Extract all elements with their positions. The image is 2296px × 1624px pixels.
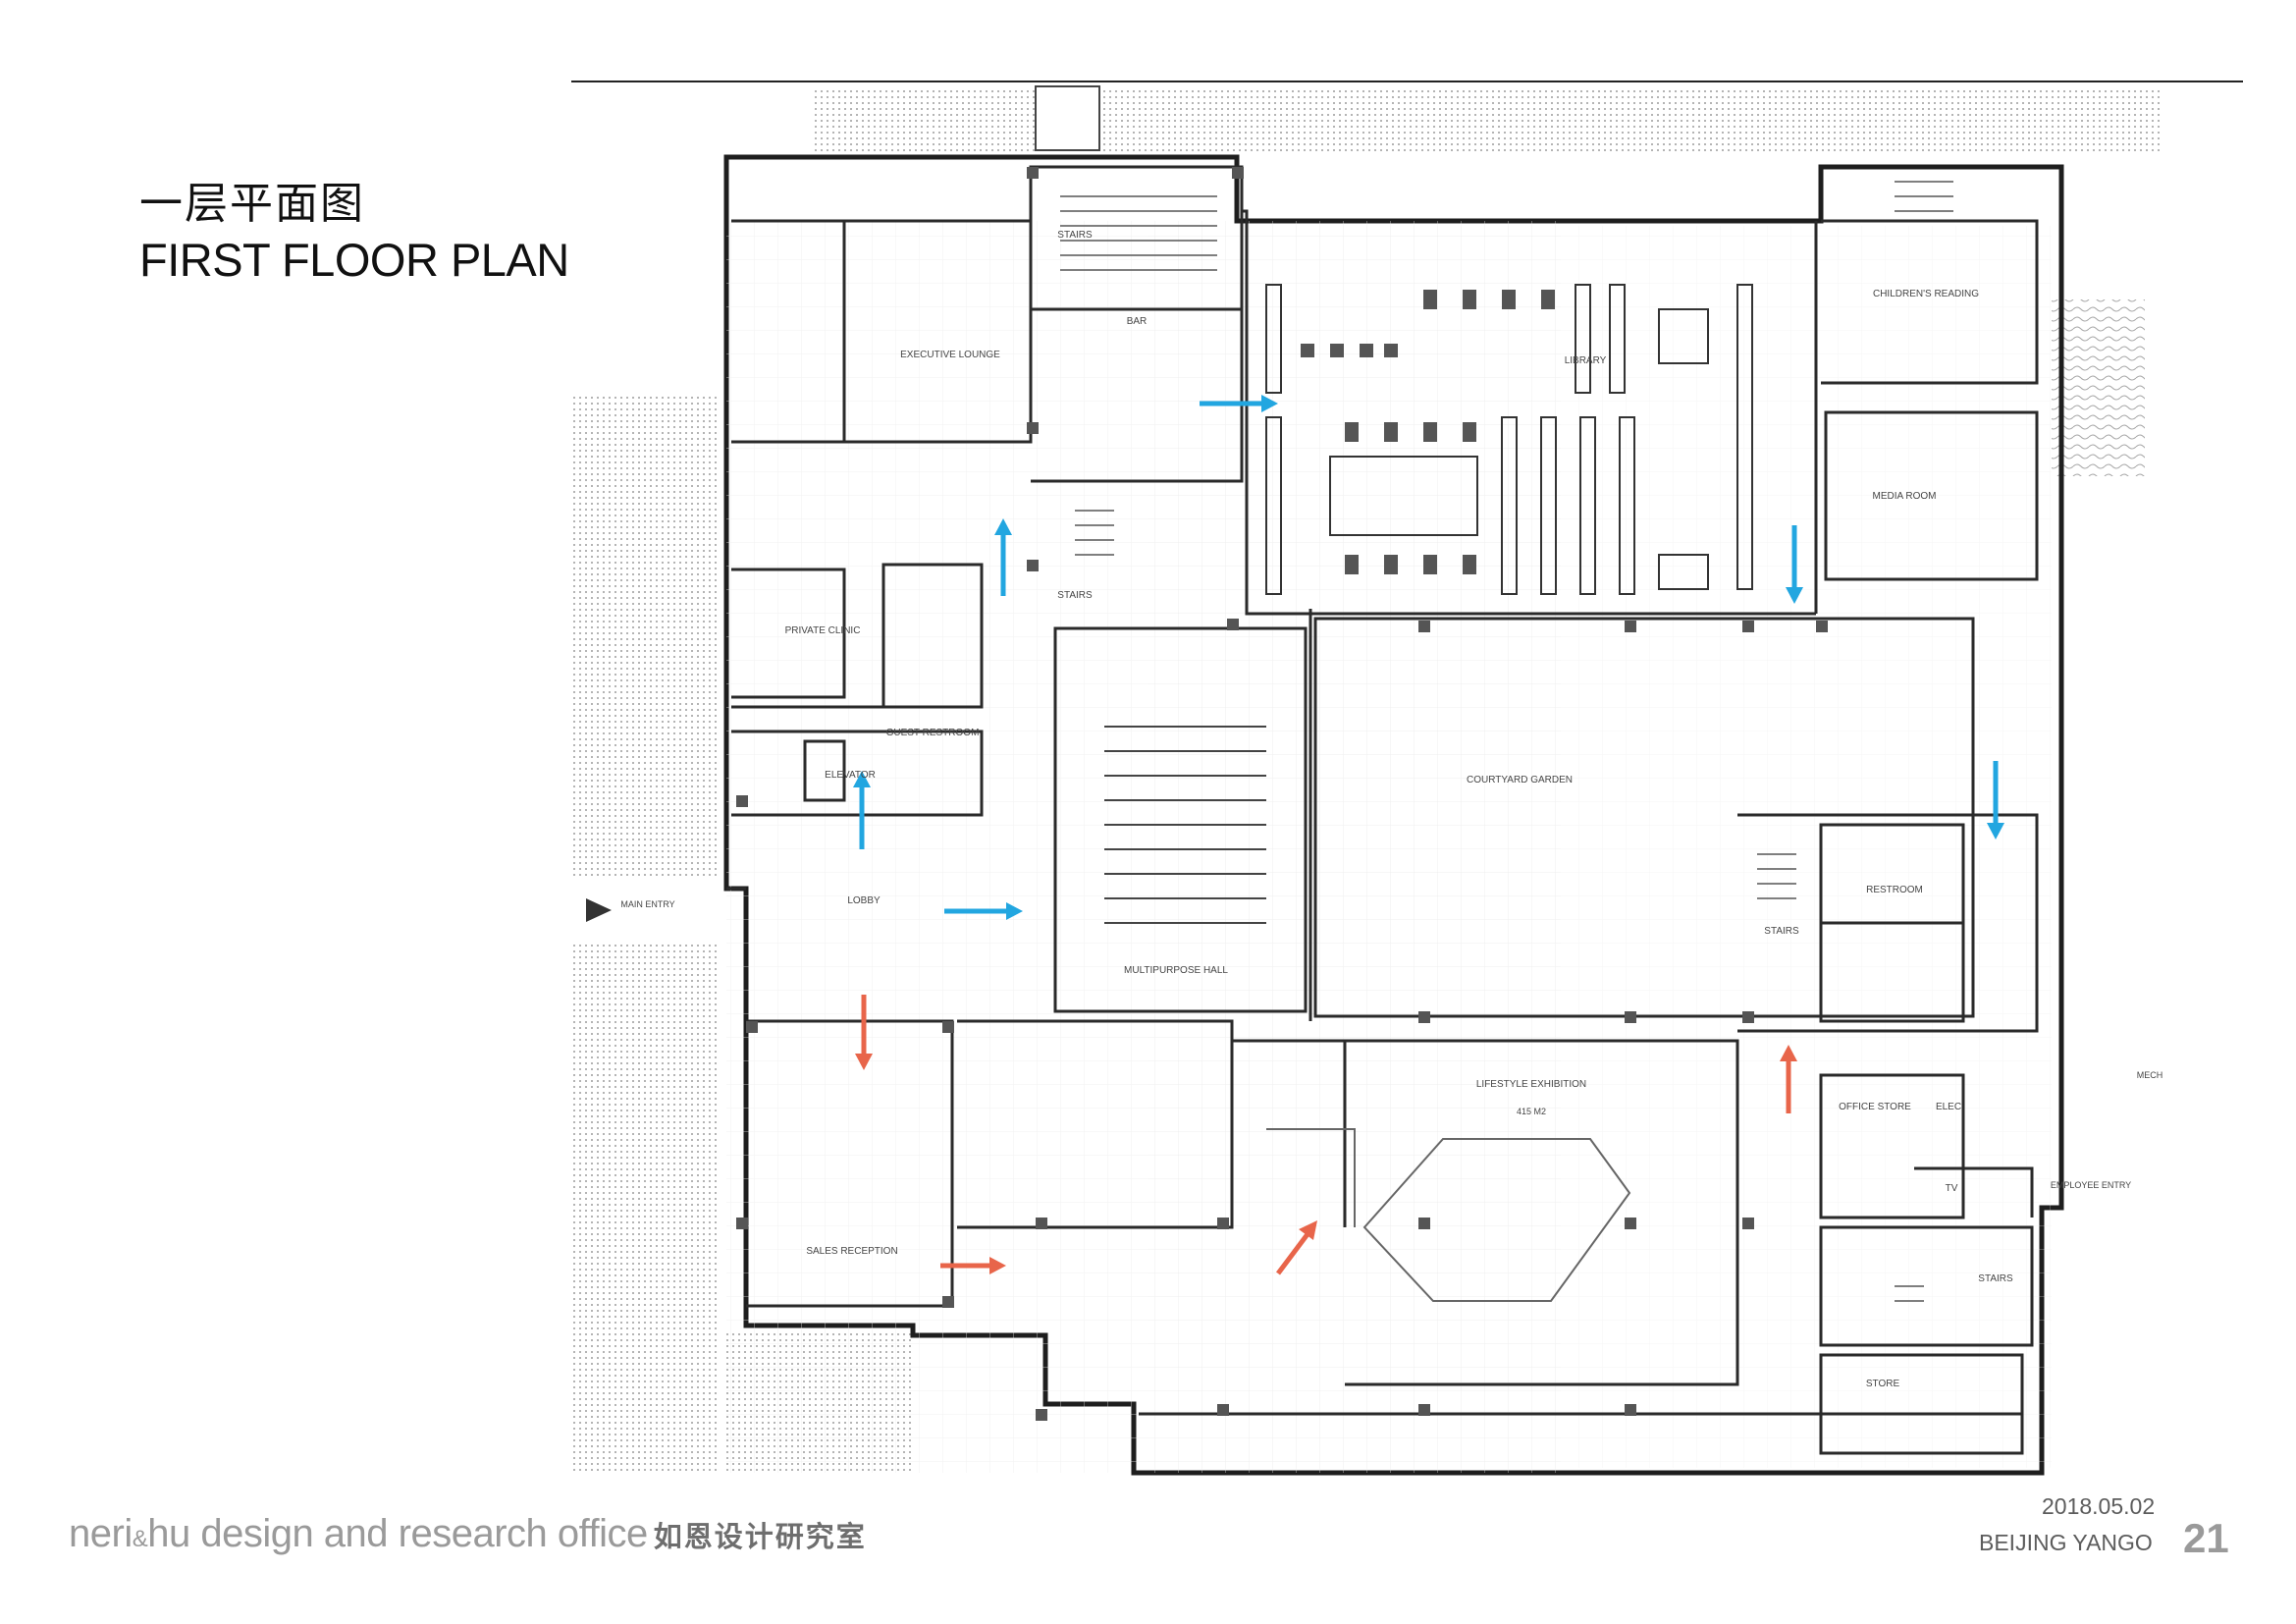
room-label-bar: BAR xyxy=(1127,316,1148,327)
room-label-main-entry: MAIN ENTRY xyxy=(620,899,674,909)
room-label-stairs-right: STAIRS xyxy=(1764,926,1799,937)
room-label-childrens-reading: CHILDREN'S READING xyxy=(1873,289,1979,299)
room-label-restroom: RESTROOM xyxy=(1866,885,1923,895)
footer-project: BEIJING YANGO xyxy=(1979,1530,2153,1555)
brand-name-b: hu design and research office xyxy=(147,1512,648,1555)
exterior-hatch-left-lower xyxy=(571,943,719,1473)
title-block: 一层平面图 FIRST FLOOR PLAN xyxy=(139,177,569,289)
room-label-office-store: OFFICE STORE xyxy=(1839,1102,1911,1112)
room-label-elec: ELEC xyxy=(1936,1102,1961,1112)
room-label-lifestyle-exhibition: LIFESTYLE EXHIBITION xyxy=(1476,1079,1586,1090)
room-label-lifestyle-area: 415 M2 xyxy=(1517,1107,1546,1116)
arrow-icon xyxy=(1006,902,1023,920)
room-label-tv: TV xyxy=(1946,1183,1958,1194)
arrow-icon xyxy=(1780,1045,1797,1061)
exterior-hatch-top xyxy=(815,86,1698,155)
library-shelves xyxy=(1265,284,1753,595)
red-flow-arrows xyxy=(861,995,1791,1275)
room-label-store: STORE xyxy=(1866,1379,1900,1389)
exterior-hatch-top-right xyxy=(1690,86,2163,155)
room-label-guest-restroom: GUEST RESTROOM xyxy=(886,728,980,738)
room-label-sales-reception: SALES RECEPTION xyxy=(806,1246,897,1257)
structural-columns xyxy=(736,167,1828,1421)
exterior-hatch-right xyxy=(2052,299,2145,476)
hall-seating xyxy=(1104,726,1266,924)
room-label-employee-entry: EMPLOYEE ENTRY xyxy=(2051,1180,2131,1190)
arrow-icon xyxy=(1299,1220,1317,1240)
room-label-stairs-bottom: STAIRS xyxy=(1978,1273,2013,1284)
stair-treads xyxy=(1060,181,1953,1302)
arrow-icon xyxy=(1261,395,1278,412)
page-number: 21 xyxy=(2183,1515,2229,1561)
room-label-library: LIBRARY xyxy=(1565,355,1607,366)
room-label-executive-lounge: EXECUTIVE LOUNGE xyxy=(900,350,1000,360)
plan-grid-right xyxy=(1148,226,2052,1468)
room-label-stairs-top: STAIRS xyxy=(1057,230,1093,241)
arrow-icon xyxy=(853,771,871,787)
arrow-icon xyxy=(989,1257,1006,1274)
brand-name-a: neri xyxy=(69,1512,133,1555)
room-label-elevator: ELEVATOR xyxy=(825,770,876,781)
room-label-lobby: LOBBY xyxy=(847,895,881,906)
arrow-icon xyxy=(994,518,1012,535)
main-entry-marker xyxy=(586,898,612,922)
arrow-icon xyxy=(1987,823,2004,839)
brand-ampersand: & xyxy=(132,1526,148,1552)
library-tables xyxy=(1301,290,1555,574)
room-label-media-room: MEDIA ROOM xyxy=(1872,491,1936,502)
title-chinese: 一层平面图 xyxy=(139,179,365,229)
blue-arrowheads xyxy=(853,395,2004,920)
room-labels: STAIRS BAR EXECUTIVE LOUNGE LIBRARY CHIL… xyxy=(620,230,2163,1389)
footer-date: 2018.05.02 xyxy=(2042,1493,2156,1519)
room-label-mech: MECH xyxy=(2137,1070,2163,1080)
interior-walls xyxy=(726,165,2039,1455)
red-arrowheads xyxy=(855,1045,1797,1274)
title-english: FIRST FLOOR PLAN xyxy=(139,234,569,286)
top-block xyxy=(1035,85,1100,151)
brand-chinese: 如恩设计研究室 xyxy=(653,1520,867,1553)
exterior-hatch-left xyxy=(571,395,719,876)
room-label-courtyard-garden: COURTYARD GARDEN xyxy=(1467,775,1573,785)
room-label-multipurpose-hall: MULTIPURPOSE HALL xyxy=(1124,965,1228,976)
room-label-private-clinic: PRIVATE CLINIC xyxy=(785,625,861,636)
blue-circulation-arrows xyxy=(859,401,1999,914)
exhibition-walls xyxy=(1266,1128,1631,1302)
arrow-icon xyxy=(855,1054,873,1070)
room-label-stairs-mid: STAIRS xyxy=(1057,590,1093,601)
arrow-icon xyxy=(1786,587,1803,604)
